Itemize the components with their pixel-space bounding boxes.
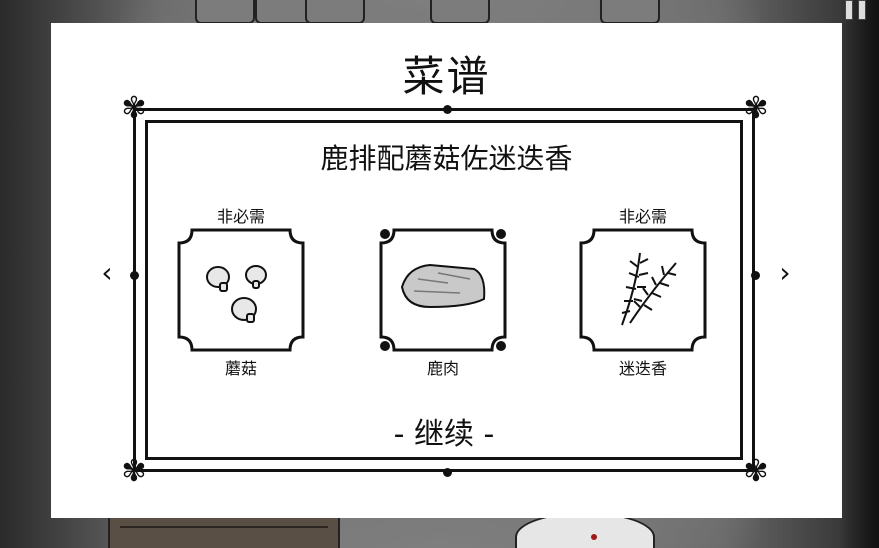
ingredient-slot-rosemary[interactable]: 非必需 迷迭香 xyxy=(573,203,713,383)
scene-crate xyxy=(108,516,340,548)
frame-dot xyxy=(751,271,760,280)
scene-figure xyxy=(305,0,365,24)
frame-dot xyxy=(443,468,452,477)
rosemary-icon xyxy=(621,252,677,326)
optional-tag: 非必需 xyxy=(618,207,667,226)
frame-dot xyxy=(130,271,139,280)
ingredient-card[interactable] xyxy=(578,227,708,353)
ingredient-label: 鹿肉 xyxy=(426,359,459,378)
venison-icon xyxy=(400,263,486,309)
scene-figure xyxy=(430,0,490,24)
scene-shadow xyxy=(839,0,879,548)
ingredient-card[interactable] xyxy=(378,227,508,353)
corner-ornament-icon: ✾ xyxy=(121,91,147,126)
scene-figure xyxy=(195,0,255,24)
panel-title: 菜谱 xyxy=(402,52,491,101)
frame-dot xyxy=(443,105,452,114)
optional-tag: 非必需 xyxy=(216,207,265,226)
ingredient-card[interactable] xyxy=(176,227,306,353)
ingredient-label: 迷迭香 xyxy=(618,359,667,378)
pause-icon[interactable] xyxy=(841,0,869,22)
corner-ornament-icon: ✾ xyxy=(743,91,769,126)
corner-ornament-icon: ✾ xyxy=(743,454,769,489)
next-arrow-icon[interactable]: › xyxy=(779,256,791,289)
prev-arrow-icon[interactable]: ‹ xyxy=(101,256,113,289)
recipe-name: 鹿排配蘑菇佐迷迭香 xyxy=(320,142,573,175)
ingredient-label: 蘑菇 xyxy=(224,359,257,378)
corner-ornament-icon: ✾ xyxy=(121,454,147,489)
continue-button[interactable]: - 继续 - xyxy=(393,417,495,452)
inner-frame xyxy=(145,120,743,460)
ingredient-slot-venison[interactable]: 鹿肉 xyxy=(373,203,513,383)
scene-figure xyxy=(600,0,660,24)
required-tag xyxy=(373,203,513,223)
ingredient-slot-mushroom[interactable]: 非必需 蘑菇 xyxy=(171,203,311,383)
mushroom-icon xyxy=(206,265,267,323)
recipe-panel: 菜谱 ✾ ✾ ✾ ✾ ‹ › 鹿排配蘑菇佐迷迭香 非必需 蘑菇 xyxy=(51,23,842,518)
